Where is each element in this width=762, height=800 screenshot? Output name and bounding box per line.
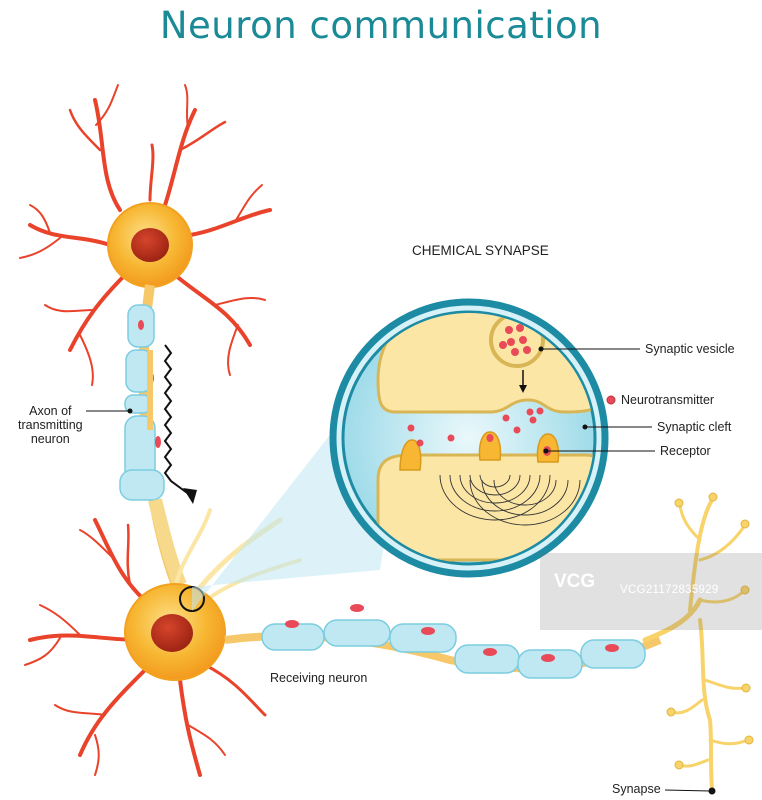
axon-label-line1: Axon of	[29, 404, 72, 418]
axon-label: Axon of transmitting neuron	[18, 404, 83, 446]
neurotransmitter-legend-dot	[606, 395, 616, 405]
chemical-synapse-inset	[329, 298, 609, 578]
leader-lines	[86, 348, 711, 792]
neurotransmitter-label: Neurotransmitter	[621, 393, 715, 407]
top-neuron-nucleus	[131, 228, 169, 262]
page-title: Neuron communication	[159, 4, 603, 47]
watermark-text: VCG21172835929	[620, 584, 719, 596]
signal-arrow	[163, 344, 191, 496]
inset-heading: CHEMICAL SYNAPSE	[412, 243, 549, 258]
axon-label-line3: neuron	[30, 432, 70, 446]
watermark-logo: VCG	[554, 571, 596, 592]
transmitting-axon	[119, 284, 187, 592]
receiving-axon	[224, 604, 662, 679]
top-neuron-dendrites	[19, 84, 272, 386]
receptor-label: Receptor	[660, 444, 711, 458]
synaptic-vesicle-label: Synaptic vesicle	[645, 342, 735, 356]
axon-label-line2: transmitting	[18, 418, 83, 432]
bottom-neuron-nucleus	[151, 614, 193, 652]
synapse-point	[708, 787, 716, 795]
synapse-label: Synapse	[612, 782, 661, 796]
synaptic-cleft-label: Synaptic cleft	[657, 420, 732, 434]
receiving-neuron-label: Receiving neuron	[270, 671, 368, 685]
watermark: VCG VCG21172835929	[540, 553, 762, 630]
axon-terminals	[642, 498, 750, 792]
